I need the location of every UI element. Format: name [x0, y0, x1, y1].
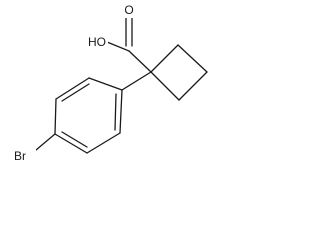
bond-cyclobutane-2 — [177, 44, 208, 73]
bond-phenyl-to-bromine — [35, 133, 56, 151]
bond-phenyl-4 — [54, 133, 88, 154]
bond-phenyl-inner-1 — [61, 83, 90, 102]
bond-phenyl-2 — [55, 77, 90, 100]
chemical-structure: O HO Br — [12, 2, 208, 164]
atom-label-hydroxyl: HO — [88, 35, 106, 49]
bond-ring-to-phenyl — [121, 71, 152, 91]
atom-label-oxygen: O — [124, 3, 133, 17]
bond-phenyl-5 — [86, 132, 121, 154]
bond-cyclobutane-1 — [150, 44, 179, 73]
bond-phenyl-inner-2 — [61, 131, 88, 148]
bond-phenyl-1 — [88, 77, 123, 91]
bond-phenyl-inner-3 — [114, 93, 117, 131]
bond-phenyl-3 — [54, 98, 57, 135]
atom-label-bromine: Br — [14, 149, 26, 163]
bond-cyclobutane-4 — [150, 71, 180, 101]
bond-carboxyl-hydroxyl — [106, 41, 130, 52]
bond-ring-to-carboxyl — [128, 50, 152, 73]
bond-cyclobutane-3 — [178, 71, 208, 101]
bond-phenyl-6 — [119, 89, 123, 134]
